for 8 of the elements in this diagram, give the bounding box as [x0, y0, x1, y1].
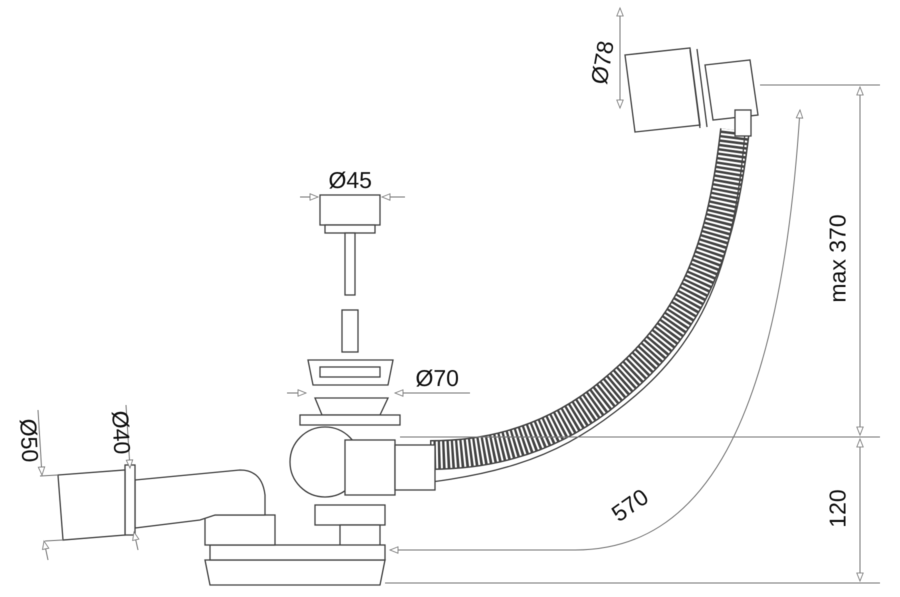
dimension-label: 570 [608, 484, 652, 526]
dimension-label: Ø40 [108, 410, 133, 454]
dimension-label: Ø45 [328, 168, 372, 192]
dimension-label: max 370 [826, 214, 850, 302]
dimension-label: Ø78 [587, 38, 618, 86]
dimension-label: 120 [826, 488, 850, 528]
dimension-label: Ø50 [16, 418, 41, 462]
dimension-label: Ø70 [416, 366, 459, 390]
